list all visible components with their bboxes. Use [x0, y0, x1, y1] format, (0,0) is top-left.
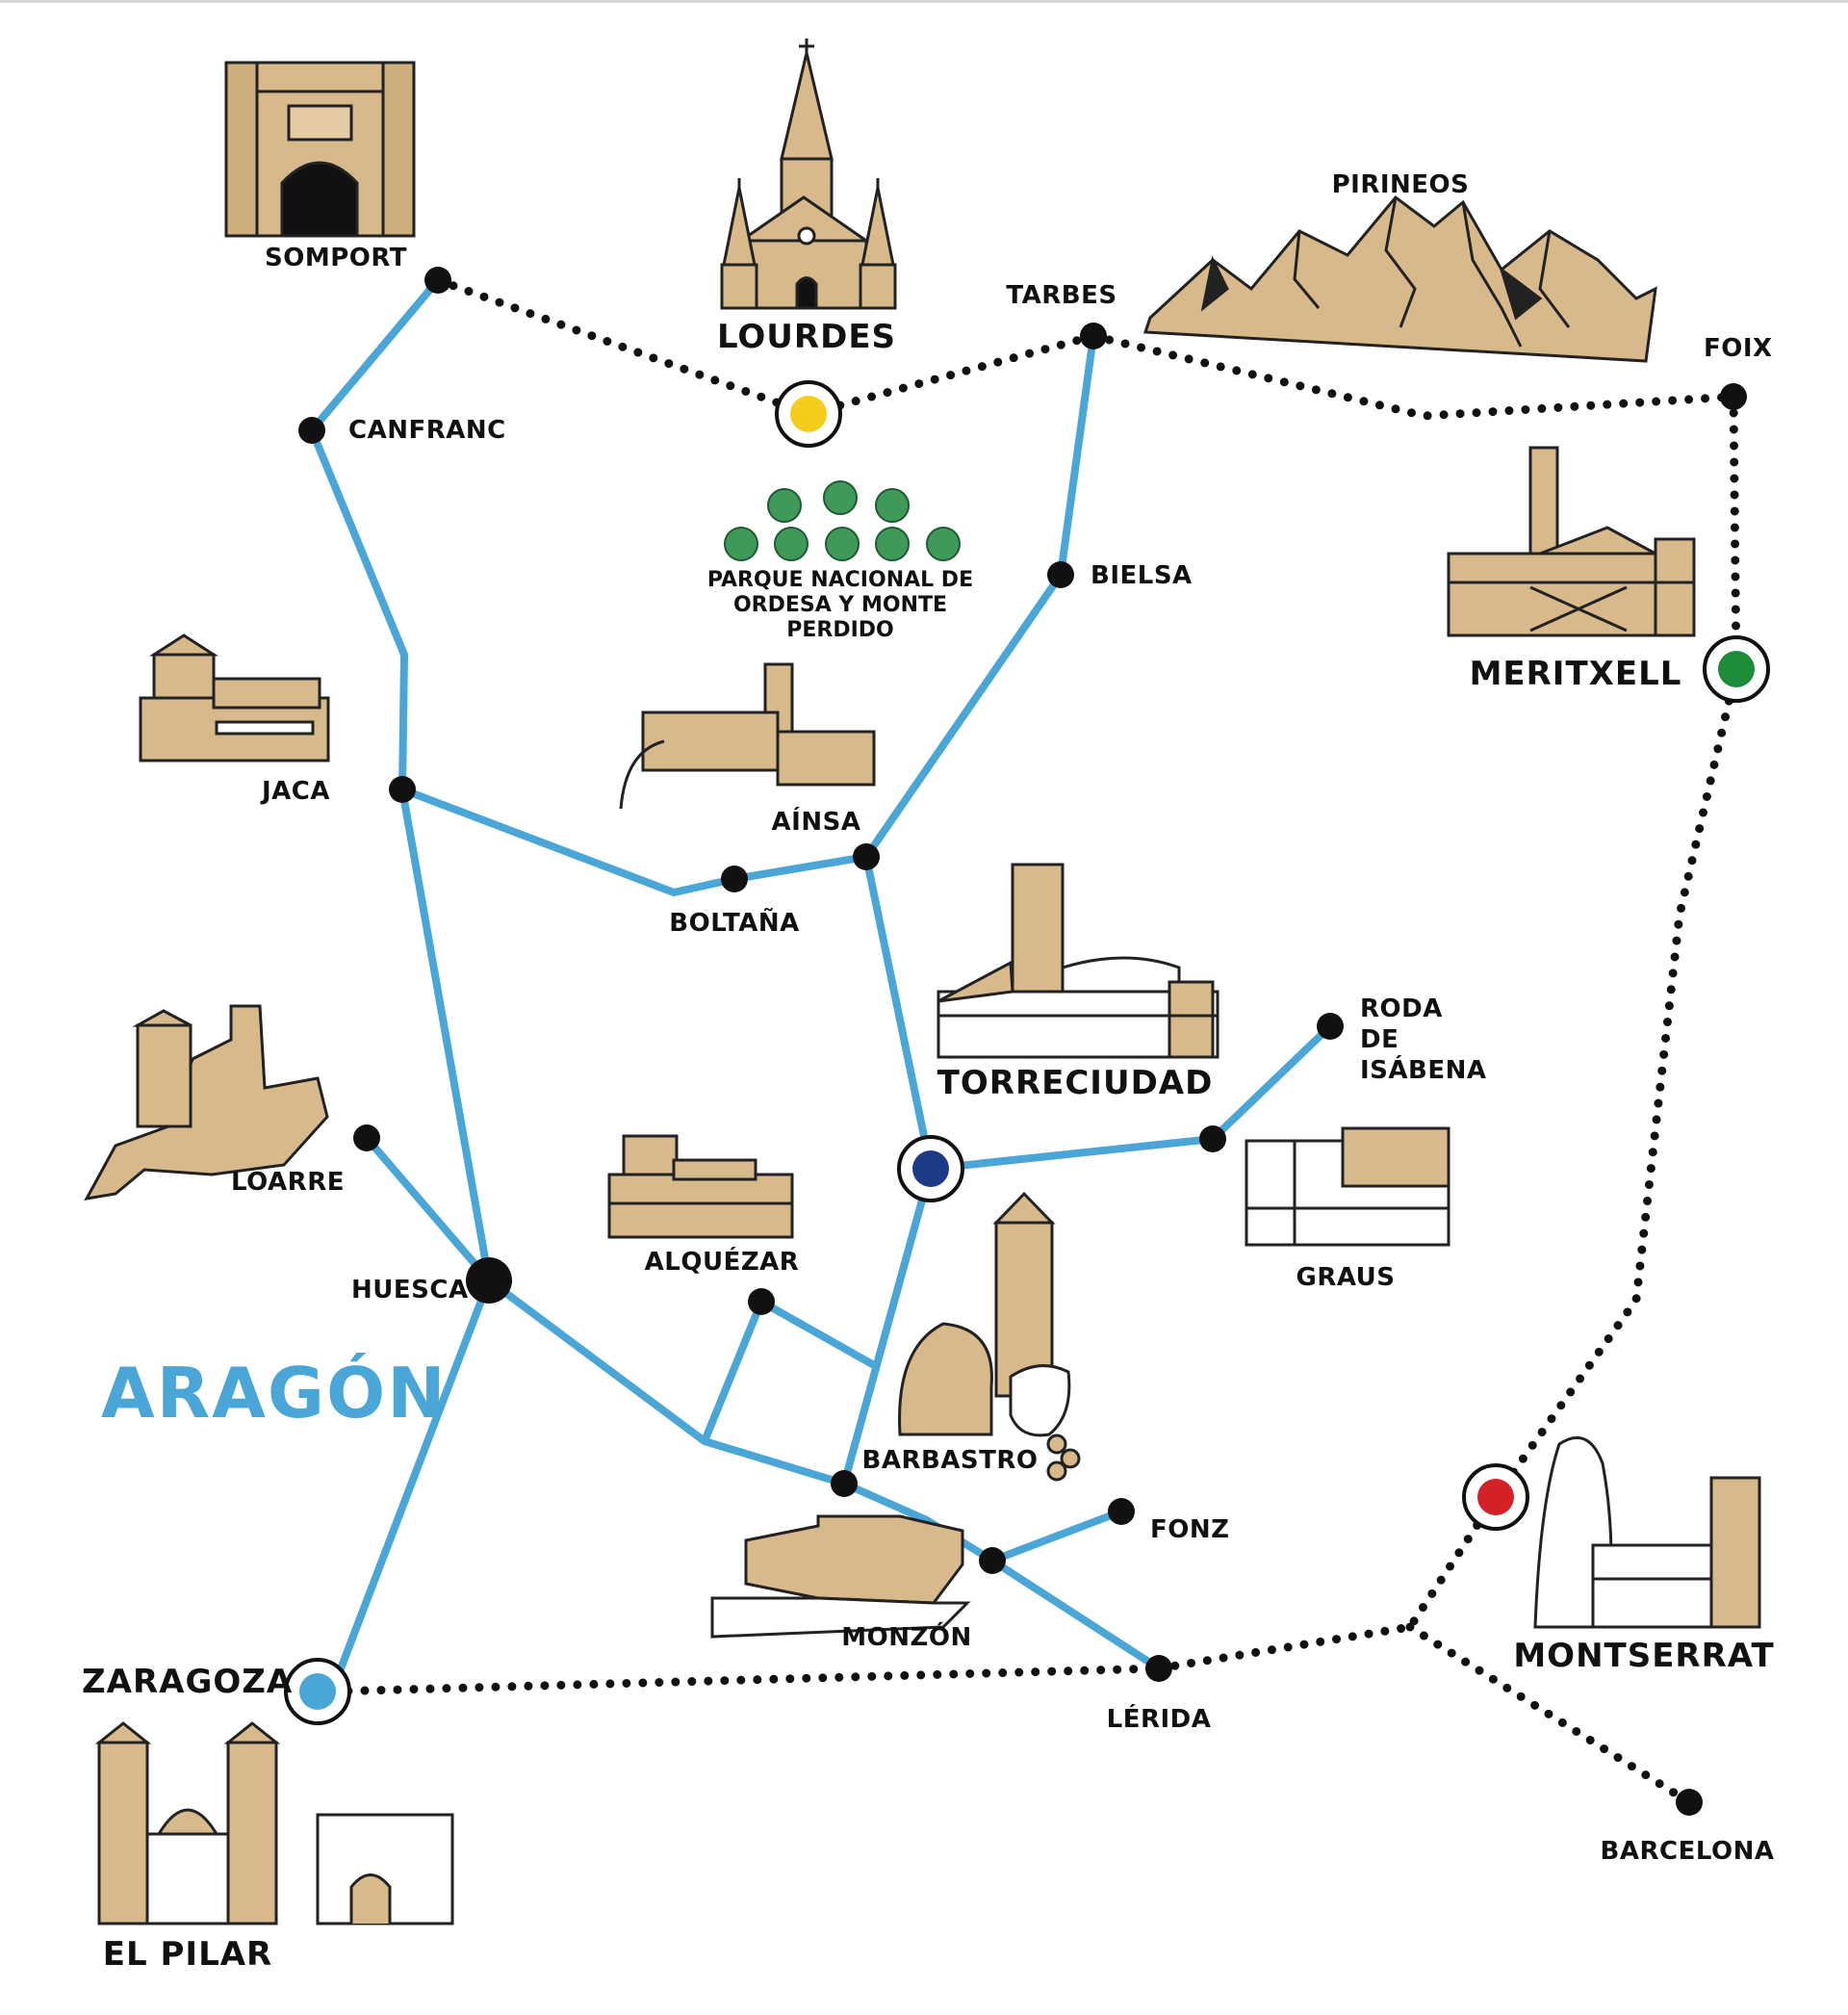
road-loarre-huesca: [363, 1134, 493, 1284]
pirineos-mountains-illustration: [1142, 194, 1657, 363]
label-parque-nacional: PARQUE NACIONAL DE ORDESA Y MONTE PERDID…: [706, 568, 974, 642]
marker-zaragoza[interactable]: [284, 1658, 351, 1725]
dot-somport: [424, 267, 451, 294]
dot-ainsa: [853, 843, 880, 870]
marker-lourdes[interactable]: [775, 380, 842, 448]
road-monzon-fonz: [988, 1508, 1125, 1564]
dot-barcelona: [1676, 1789, 1703, 1816]
dot-huesca: [466, 1257, 512, 1304]
label-ainsa: AÍNSA: [771, 808, 861, 837]
dotted-lourdes-tarbes: [804, 331, 1098, 419]
dot-foix: [1720, 383, 1747, 410]
dot-jaca: [389, 776, 416, 803]
dot-roda: [1317, 1013, 1344, 1040]
el-pilar-basilica-illustration: [94, 1721, 454, 1925]
dot-fonz: [1108, 1498, 1135, 1525]
barbastro-cathedral-illustration: [898, 1191, 1081, 1482]
marker-torreciudad[interactable]: [897, 1135, 964, 1202]
dot-barbastro: [831, 1470, 858, 1497]
dotted-lerida-montserrat: [1154, 1492, 1501, 1673]
label-tarbes: TARBES: [1006, 281, 1117, 310]
loarre-castle-illustration: [84, 1004, 329, 1201]
montserrat-monastery-illustration: [1533, 1435, 1761, 1629]
lourdes-basilica-illustration: [720, 39, 897, 310]
ainsa-village-illustration: [619, 662, 876, 810]
graus-square-illustration: [1245, 1126, 1450, 1247]
dot-loarre: [353, 1124, 380, 1151]
dot-bielsa: [1047, 561, 1074, 588]
label-lerida: LÉRIDA: [1106, 1705, 1212, 1734]
label-huesca: HUESCA: [351, 1276, 469, 1305]
top-border: [0, 0, 1848, 3]
marker-meritxell[interactable]: [1703, 635, 1770, 703]
label-fonz: FONZ: [1150, 1515, 1230, 1544]
monzon-castle-illustration: [710, 1514, 971, 1639]
alquezar-village-illustration: [607, 1134, 794, 1239]
label-bielsa: BIELSA: [1091, 561, 1193, 590]
road-alquezar-link: [701, 1298, 878, 1445]
dotted-junction-barcelona: [1405, 1622, 1694, 1807]
label-foix: FOIX: [1704, 334, 1773, 363]
dotted-routes: [327, 275, 1741, 1807]
label-canfranc: CANFRANC: [348, 416, 506, 445]
road-huesca-lerida: [485, 1277, 1163, 1672]
label-alquezar: ALQUÉZAR: [644, 1248, 800, 1277]
label-zaragoza[interactable]: ZARAGOZA: [82, 1663, 294, 1701]
dot-tarbes: [1080, 323, 1107, 349]
label-lourdes[interactable]: LOURDES: [716, 318, 897, 356]
dot-canfranc: [298, 417, 325, 444]
ordesa-trees-illustration: [724, 480, 961, 561]
dotted-foix-meritxell: [1729, 392, 1741, 674]
label-barcelona: BARCELONA: [1600, 1837, 1775, 1866]
torreciudad-sanctuary-illustration: [937, 863, 1219, 1059]
label-jaca: JACA: [262, 777, 330, 806]
road-jaca-huesca-zaragoza: [328, 786, 493, 1695]
label-boltana: BOLTAÑA: [669, 909, 800, 938]
label-meritxell[interactable]: MERITXELL: [1469, 655, 1682, 693]
label-somport: SOMPORT: [265, 244, 407, 272]
meritxell-sanctuary-illustration: [1447, 446, 1696, 637]
label-monzon: MONZÓN: [841, 1623, 972, 1652]
road-jaca-ainsa: [398, 786, 870, 896]
dot-monzon: [979, 1547, 1006, 1574]
dot-graus: [1199, 1125, 1226, 1152]
dot-alquezar: [748, 1288, 775, 1315]
label-loarre: LOARRE: [231, 1168, 345, 1197]
label-barbastro: BARBASTRO: [861, 1446, 1039, 1475]
dotted-tarbes-foix: [1089, 331, 1738, 421]
label-pirineos: PIRINEOS: [1331, 170, 1470, 199]
label-montserrat[interactable]: MONTSERRAT: [1513, 1637, 1775, 1675]
label-el-pilar[interactable]: EL PILAR: [102, 1935, 273, 1974]
label-torreciudad[interactable]: TORRECIUDAD: [937, 1064, 1214, 1102]
dotted-meritxell-montserrat: [1491, 664, 1741, 1502]
town-dots: [298, 267, 1747, 1816]
jaca-cathedral-illustration: [139, 633, 330, 762]
dot-boltana: [721, 865, 748, 892]
region-aragon-label: ARAGÓN: [101, 1353, 448, 1434]
somport-tunnel-illustration: [224, 61, 416, 238]
dot-lerida: [1145, 1655, 1172, 1682]
marker-montserrat[interactable]: [1462, 1463, 1529, 1531]
dotted-somport-lourdes: [433, 275, 813, 419]
dotted-zaragoza-lerida: [327, 1664, 1164, 1696]
label-roda-de-isabena: RODA DE ISÁBENA: [1360, 995, 1487, 1085]
label-graus: GRAUS: [1296, 1263, 1396, 1292]
road-somport-canfranc-jaca: [308, 276, 442, 793]
